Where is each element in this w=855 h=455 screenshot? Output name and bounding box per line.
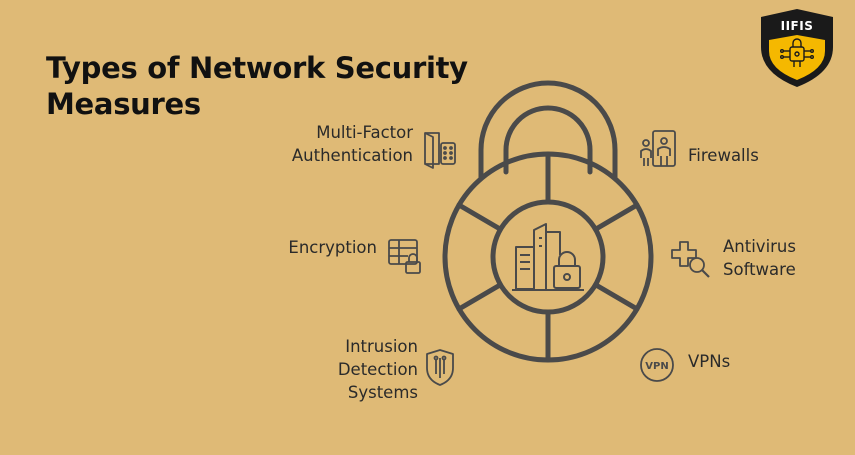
page-title: Types of Network Security Measures [46, 50, 468, 122]
label-vpns: VPNs [688, 350, 730, 373]
padlock-shackle [478, 80, 618, 181]
brand-shield-icon [761, 9, 833, 87]
title-line-2: Measures [46, 87, 201, 121]
vpn-icon-glyph: VPN [645, 361, 668, 372]
label-mfa-line-1: Multi-Factor [316, 123, 413, 142]
security-gate-icon [640, 130, 676, 167]
label-firewalls-line-1: Firewalls [688, 146, 759, 165]
label-encryption: Encryption [288, 236, 377, 259]
database-lock-icon [388, 239, 421, 274]
door-keypad-icon [424, 132, 456, 169]
label-encryption-line-1: Encryption [288, 238, 377, 257]
dial-inner-ring [490, 199, 606, 315]
brand-logo: IIFIS [759, 7, 835, 93]
label-antivirus-line-1: Antivirus [723, 237, 796, 256]
dial-spokes [456, 151, 640, 363]
label-mfa-line-2: Authentication [291, 146, 413, 165]
label-ids-line-3: Systems [347, 383, 418, 402]
label-ids-line-1: Intrusion [345, 337, 418, 356]
vpn-badge-icon: VPN [640, 348, 674, 382]
medical-cross-search-icon [671, 241, 710, 278]
brand-name: IIFIS [780, 19, 814, 33]
label-ids-line-2: Detection [337, 360, 418, 379]
circuit-shield-icon [426, 349, 454, 386]
label-ids: Intrusion Detection Systems [338, 335, 418, 404]
title-line-1: Types of Network Security [46, 51, 468, 85]
padlock-shackle-inner [503, 105, 593, 175]
label-vpns-line-1: VPNs [688, 352, 731, 371]
label-antivirus-line-2: Software [723, 260, 796, 279]
label-antivirus: Antivirus Software [723, 235, 796, 281]
label-firewalls: Firewalls [688, 144, 759, 167]
label-mfa: Multi-Factor Authentication [292, 121, 413, 167]
building-lock-icon [512, 223, 584, 291]
